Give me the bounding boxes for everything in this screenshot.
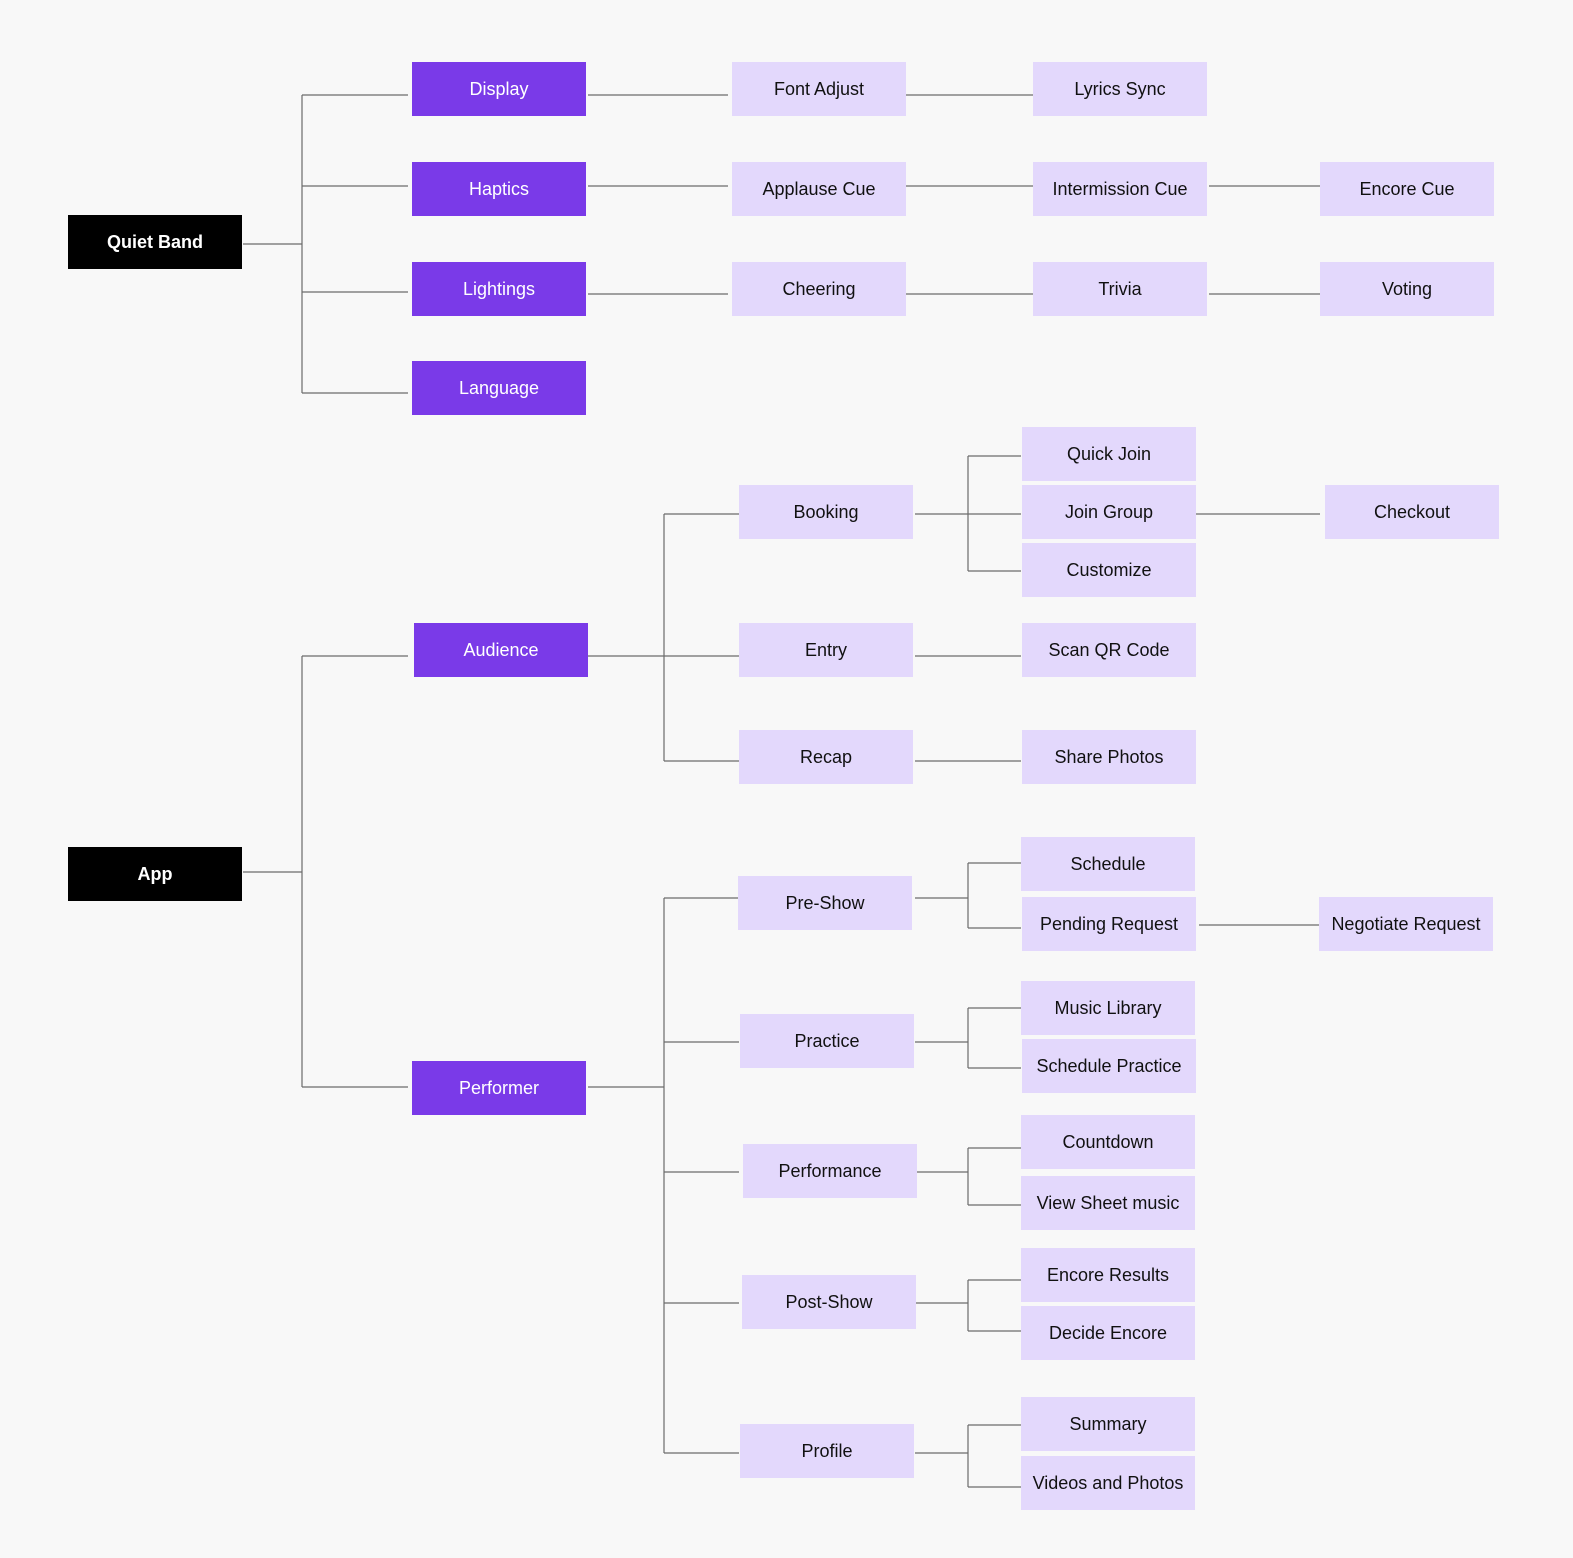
category-node-haptics: Haptics [412, 162, 586, 216]
leaf-node-applause-cue: Applause Cue [732, 162, 906, 216]
root-node-quiet-band: Quiet Band [68, 215, 242, 269]
leaf-node-trivia: Trivia [1033, 262, 1207, 316]
leaf-node-lyrics-sync: Lyrics Sync [1033, 62, 1207, 116]
leaf-node-voting: Voting [1320, 262, 1494, 316]
leaf-node-profile: Profile [740, 1424, 914, 1478]
leaf-node-share-photos: Share Photos [1022, 730, 1196, 784]
category-node-lightings: Lightings [412, 262, 586, 316]
leaf-node-scan-qr-code: Scan QR Code [1022, 623, 1196, 677]
connector [915, 1279, 1021, 1332]
leaf-node-pending-request: Pending Request [1022, 897, 1196, 951]
leaf-node-countdown: Countdown [1021, 1115, 1195, 1169]
leaf-node-videos-and-photos: Videos and Photos [1021, 1456, 1195, 1510]
leaf-node-schedule: Schedule [1021, 837, 1195, 891]
leaf-node-entry: Entry [739, 623, 913, 677]
leaf-node-post-show: Post-Show [742, 1275, 916, 1329]
leaf-node-encore-cue: Encore Cue [1320, 162, 1494, 216]
category-node-audience: Audience [414, 623, 588, 677]
leaf-node-intermission-cue: Intermission Cue [1033, 162, 1207, 216]
connector [243, 94, 408, 394]
connector [915, 1147, 1021, 1206]
connector [915, 862, 1320, 929]
leaf-node-customize: Customize [1022, 543, 1196, 597]
root-node-app: App [68, 847, 242, 901]
leaf-node-pre-show: Pre-Show [738, 876, 912, 930]
leaf-node-join-group: Join Group [1022, 485, 1196, 539]
connector [588, 897, 739, 1454]
category-node-performer: Performer [412, 1061, 586, 1115]
leaf-node-encore-results: Encore Results [1021, 1248, 1195, 1302]
leaf-node-checkout: Checkout [1325, 485, 1499, 539]
leaf-node-negotiate-request: Negotiate Request [1319, 897, 1493, 951]
connector [915, 455, 1320, 572]
leaf-node-view-sheet-music: View Sheet music [1021, 1176, 1195, 1230]
connector [915, 1007, 1021, 1069]
leaf-node-cheering: Cheering [732, 262, 906, 316]
leaf-node-performance: Performance [743, 1144, 917, 1198]
leaf-node-recap: Recap [739, 730, 913, 784]
leaf-node-summary: Summary [1021, 1397, 1195, 1451]
connector [588, 513, 739, 762]
leaf-node-practice: Practice [740, 1014, 914, 1068]
leaf-node-quick-join: Quick Join [1022, 427, 1196, 481]
leaf-node-music-library: Music Library [1021, 981, 1195, 1035]
leaf-node-booking: Booking [739, 485, 913, 539]
connector [243, 655, 408, 1088]
leaf-node-schedule-practice: Schedule Practice [1022, 1039, 1196, 1093]
connector [915, 1424, 1021, 1488]
leaf-node-decide-encore: Decide Encore [1021, 1306, 1195, 1360]
category-node-display: Display [412, 62, 586, 116]
category-node-language: Language [412, 361, 586, 415]
leaf-node-font-adjust: Font Adjust [732, 62, 906, 116]
